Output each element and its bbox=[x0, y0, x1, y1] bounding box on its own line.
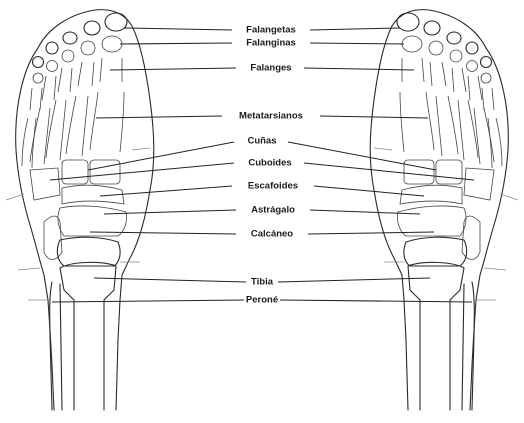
leader-cuboides-left bbox=[50, 163, 234, 180]
leader-astragalo-left bbox=[104, 210, 236, 214]
leader-escafoides-left bbox=[100, 186, 232, 196]
label-tibia: Tibia bbox=[251, 277, 274, 288]
left-metatarsals bbox=[22, 92, 124, 168]
left-leg-bones bbox=[50, 262, 116, 410]
label-cuboides: Cuboides bbox=[248, 158, 291, 169]
left-tarsals bbox=[30, 160, 127, 266]
label-falanginas: Falanginas bbox=[246, 38, 296, 49]
leader-falanges-right bbox=[304, 68, 414, 70]
leader-cunas-left bbox=[88, 142, 234, 170]
label-astragalo: Astrágalo bbox=[251, 205, 295, 216]
leader-perone-right bbox=[280, 300, 472, 302]
label-metatarsianos: Metatarsianos bbox=[239, 111, 303, 122]
leader-cuboides-right bbox=[304, 163, 474, 180]
leader-metatarsianos-left bbox=[96, 116, 222, 118]
leader-tibia-left bbox=[94, 278, 246, 282]
leader-calcaneo-left bbox=[90, 232, 236, 234]
label-falanges: Falanges bbox=[250, 63, 291, 74]
label-cunas: Cuñas bbox=[247, 136, 276, 147]
leader-falanginas-left bbox=[120, 43, 232, 44]
leader-perone-left bbox=[52, 300, 244, 302]
label-calcaneo: Calcáneo bbox=[251, 229, 293, 240]
leader-falangetas-right bbox=[310, 28, 400, 30]
leader-falanges-left bbox=[110, 68, 236, 70]
leader-escafoides-right bbox=[314, 186, 424, 196]
bone-labels: Falangetas Falanginas Falanges Metatarsi… bbox=[222, 24, 320, 306]
leader-cunas-right bbox=[288, 142, 436, 170]
leader-falanginas-right bbox=[310, 43, 404, 44]
label-perone: Peroné bbox=[246, 295, 278, 306]
label-falangetas: Falangetas bbox=[246, 25, 296, 36]
leader-tibia-right bbox=[278, 278, 430, 282]
leader-metatarsianos-right bbox=[320, 116, 428, 118]
label-escafoides: Escafoides bbox=[248, 181, 298, 192]
leader-falangetas-left bbox=[124, 28, 232, 30]
left-toes bbox=[30, 13, 127, 110]
leader-calcaneo-right bbox=[308, 232, 434, 234]
